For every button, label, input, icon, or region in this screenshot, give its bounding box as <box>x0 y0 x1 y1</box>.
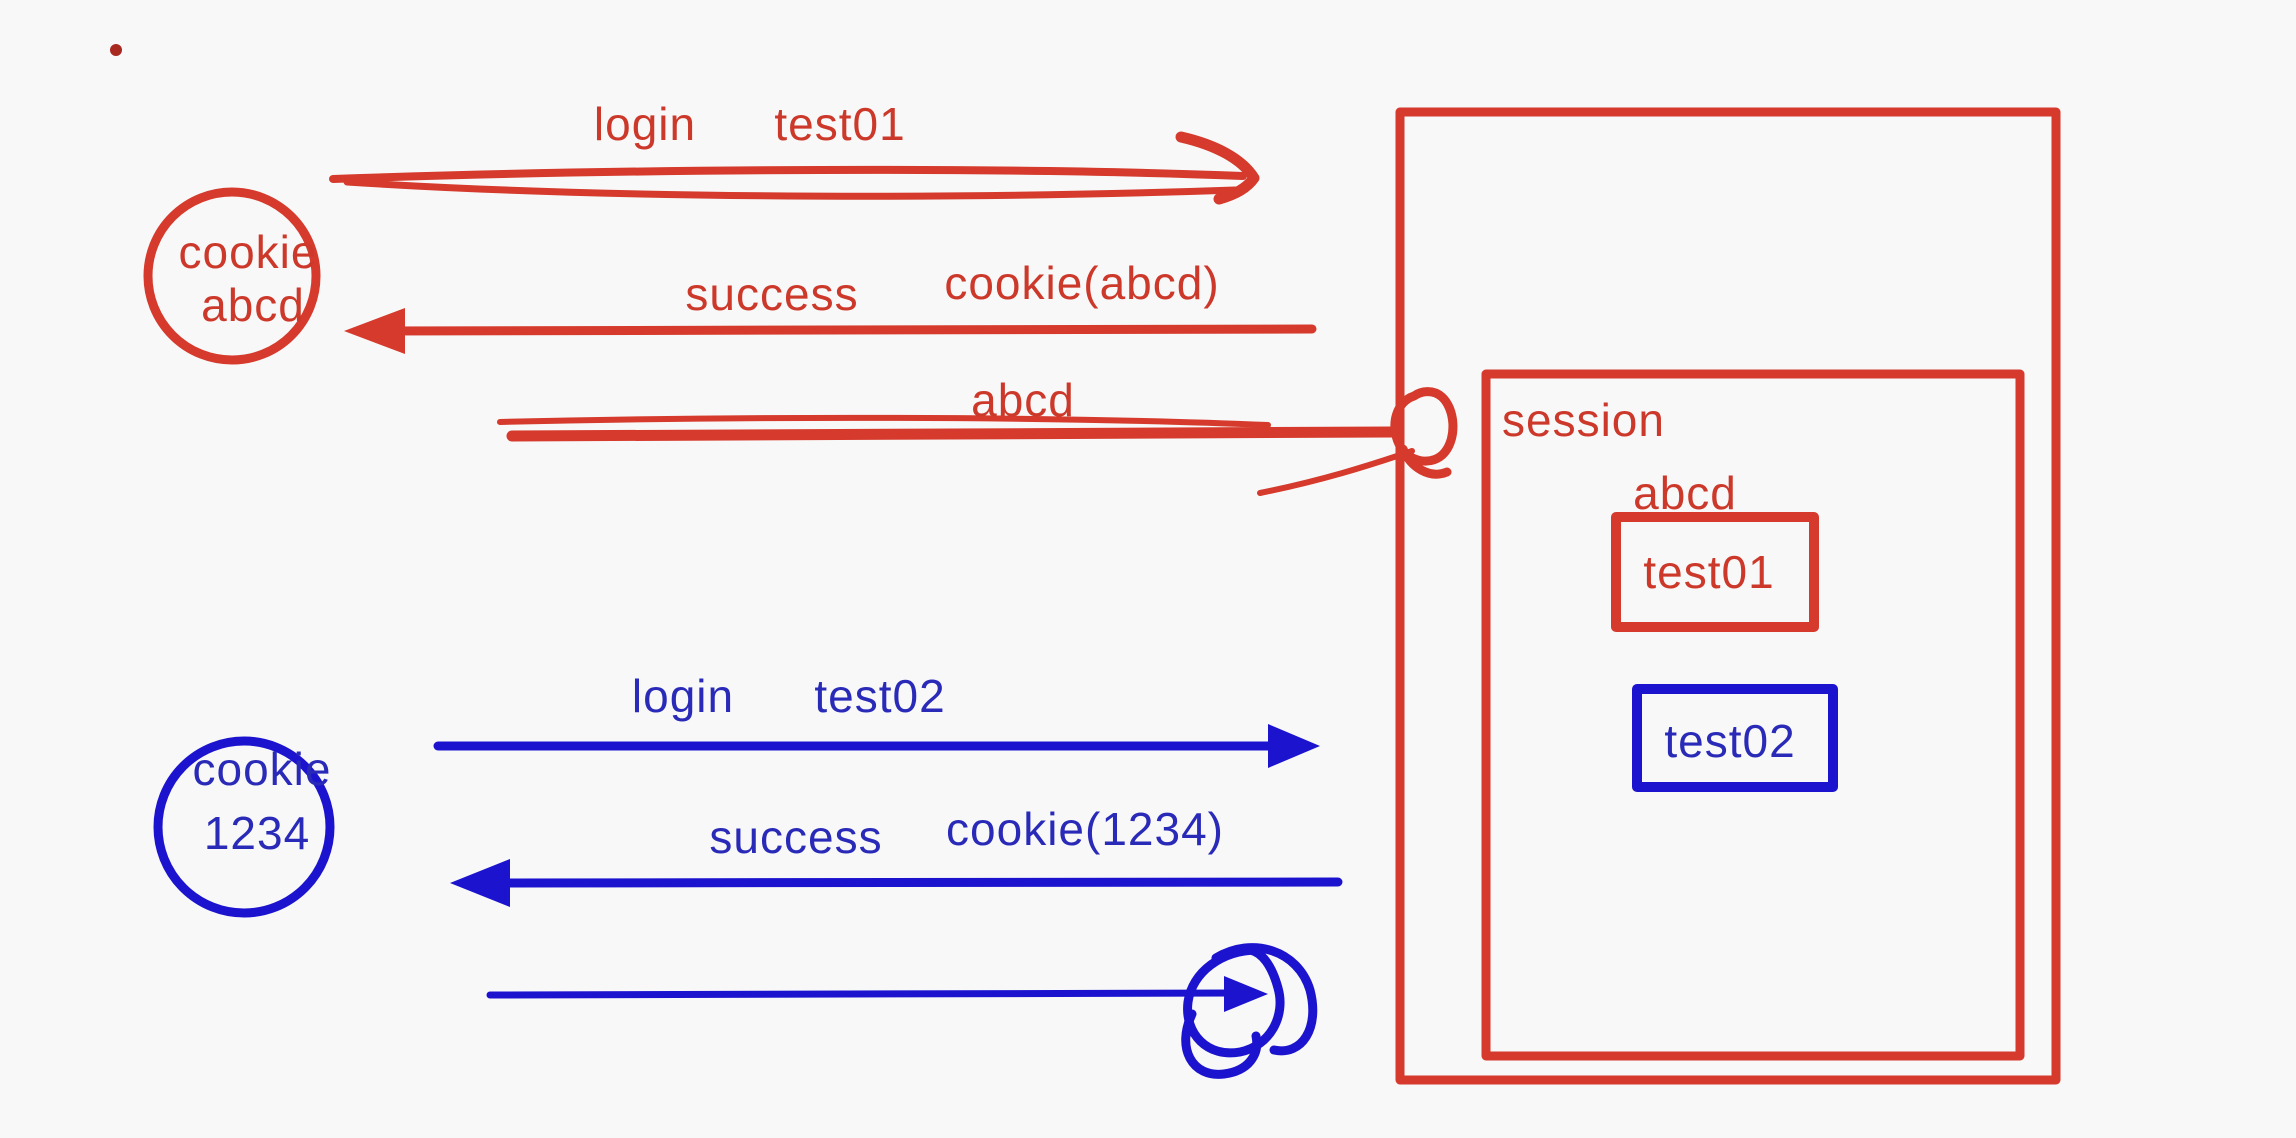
blue-response-status-label: success <box>709 811 882 863</box>
blue-cookie-circle <box>153 736 335 918</box>
blue-request-arrowhead <box>1268 724 1320 768</box>
red-cookie-circle <box>143 187 321 365</box>
blue-response-cookie-label: cookie(1234) <box>946 803 1224 855</box>
red-response-arrowhead <box>344 308 405 354</box>
blue-request-command-label: login <box>632 670 734 722</box>
blue-scribble-lower-loop <box>1181 1009 1262 1079</box>
red-response-arrow-line <box>367 324 1317 336</box>
red-cookie-circle-line2: abcd <box>201 279 305 331</box>
red-request-arrowhead <box>1175 131 1260 205</box>
red-request-arrow-line <box>329 165 1247 183</box>
session-entry-test02-box <box>1632 684 1838 792</box>
blue-request-user-label: test02 <box>814 670 945 722</box>
blue-resend-arrow-line <box>486 989 1240 999</box>
red-resend-arrow-line <box>506 426 1398 442</box>
red-resend-cookie-label: abcd <box>971 374 1075 426</box>
red-request-arrow-return-stroke <box>343 178 1239 200</box>
session-entry-test01-label: test01 <box>1643 546 1774 598</box>
red-resend-scribble-tail <box>1257 448 1415 496</box>
red-request-command-label: login <box>594 98 696 150</box>
blue-resend-arrowhead <box>1224 976 1268 1012</box>
blue-response-arrow-line <box>473 877 1343 888</box>
blue-scribble-inner-loop <box>1183 945 1285 1058</box>
server-box <box>1395 107 2061 1085</box>
session-label: session <box>1502 394 1665 446</box>
session-entry-test01-box <box>1611 512 1819 632</box>
red-cookie-circle-line1: cookie <box>179 226 318 278</box>
session-box <box>1481 369 2025 1061</box>
stray-pen-dot <box>110 44 122 56</box>
red-response-status-label: success <box>685 268 858 320</box>
blue-response-arrowhead <box>450 859 510 907</box>
red-request-user-label: test01 <box>774 98 905 150</box>
blue-cookie-circle-line1: cookie <box>193 743 332 795</box>
session-entry-test02-label: test02 <box>1664 715 1795 767</box>
session-key-label: abcd <box>1633 467 1737 519</box>
red-response-cookie-label: cookie(abcd) <box>944 257 1219 309</box>
red-resend-arrow-upper-stroke <box>497 414 1271 428</box>
blue-cookie-circle-line2: 1234 <box>204 807 310 859</box>
